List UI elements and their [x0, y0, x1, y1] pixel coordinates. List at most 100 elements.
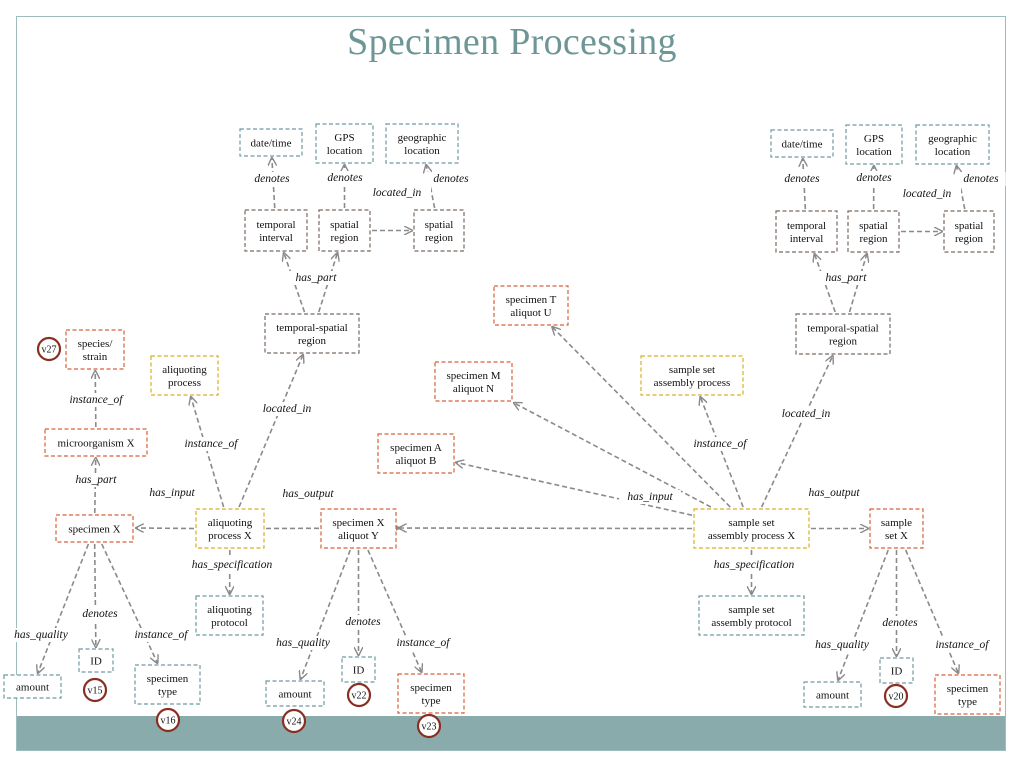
node-box [847, 210, 900, 253]
node-box [869, 508, 924, 549]
edge-label: instance_of [693, 438, 748, 450]
node-label: location [404, 145, 440, 157]
edge-label: has_output [282, 488, 334, 500]
edge-label-background [253, 402, 321, 416]
node-box [134, 664, 201, 705]
node-label: location [935, 146, 971, 158]
edge-label: has_input [149, 487, 195, 499]
edge-label: instance_of [184, 438, 239, 450]
edge-arrow [514, 403, 712, 508]
edge-label: has_quality [815, 639, 870, 651]
node-box [934, 674, 1001, 715]
edge-arrow [456, 462, 693, 516]
edge-arrow [700, 397, 744, 508]
slide-frame [16, 16, 1006, 751]
node-label: aliquot B [396, 455, 437, 467]
node-label: assembly process [654, 377, 731, 389]
edge-label: has_part [826, 272, 868, 284]
edge-label: instance_of [396, 637, 451, 649]
edge-label-background [3, 628, 79, 642]
badge-circle [346, 682, 372, 708]
node-box [397, 673, 465, 714]
node-box [795, 313, 891, 355]
edge-label: has_quality [276, 637, 331, 649]
diagram-node-datetime-l: date/time [239, 128, 303, 157]
edge-label-background [800, 486, 868, 500]
node-box [693, 508, 810, 549]
node-box [78, 648, 114, 673]
diagram-node-amount-m: amount [265, 680, 325, 707]
node-label: type [422, 695, 441, 707]
node-label: ID [353, 665, 365, 677]
edge-label-background [75, 607, 125, 621]
edge-arrow [238, 355, 303, 508]
edge-label-background [804, 638, 880, 652]
edge-label-background [338, 615, 388, 629]
slide-title: Specimen Processing [347, 21, 677, 63]
diagram-node-species: species/strain [65, 329, 125, 370]
badge-circle [883, 683, 909, 709]
edge-arrow [38, 543, 90, 673]
badge-label: v27 [42, 345, 57, 356]
edge-arrow [904, 549, 959, 673]
edge-label-background [849, 171, 899, 185]
badge-circle [281, 708, 307, 734]
diagram-node-amount-l: amount [3, 674, 62, 699]
edge-label-background [274, 487, 342, 501]
node-label: aliquot U [510, 307, 551, 319]
node-box [775, 210, 838, 253]
edge-label-background [924, 638, 1000, 652]
edge-label: denotes [882, 617, 918, 629]
diagram-node-micro: microorganism X [44, 428, 148, 457]
edge-label: located_in [903, 188, 952, 200]
node-label: specimen X [68, 524, 120, 536]
node-box [65, 329, 125, 370]
node-box [239, 128, 303, 157]
edge-arrow [284, 253, 306, 313]
edge-label-background [173, 437, 249, 451]
edge-label-background [875, 616, 925, 630]
node-box [377, 433, 455, 474]
node-box [244, 209, 308, 252]
diagram-node-amount-r: amount [803, 681, 862, 708]
node-box [915, 124, 990, 165]
node-label: sample set [728, 604, 774, 616]
edge-arrow [552, 327, 731, 508]
badge-label: v23 [422, 722, 437, 733]
node-label: process X [208, 530, 252, 542]
edge-label: has_output [808, 487, 860, 499]
node-box [195, 508, 265, 549]
variable-badge-v27: v27 [36, 336, 62, 362]
edge-arrow [367, 549, 422, 672]
edge-label-background [619, 490, 681, 504]
badge-circle [155, 707, 181, 733]
node-label: spatial [330, 219, 359, 231]
edge-label-background [682, 437, 758, 451]
node-label: spatial [425, 219, 454, 231]
node-label: ID [891, 666, 903, 678]
diagram-node-id-m: ID [341, 656, 376, 683]
node-label: ID [90, 656, 102, 668]
node-box [640, 355, 744, 396]
node-label: region [425, 232, 454, 244]
edge-label: denotes [327, 172, 363, 184]
node-label: set X [885, 530, 908, 542]
badge-label: v22 [352, 691, 367, 702]
edge-label: denotes [82, 608, 118, 620]
edge-label-background [68, 473, 124, 487]
